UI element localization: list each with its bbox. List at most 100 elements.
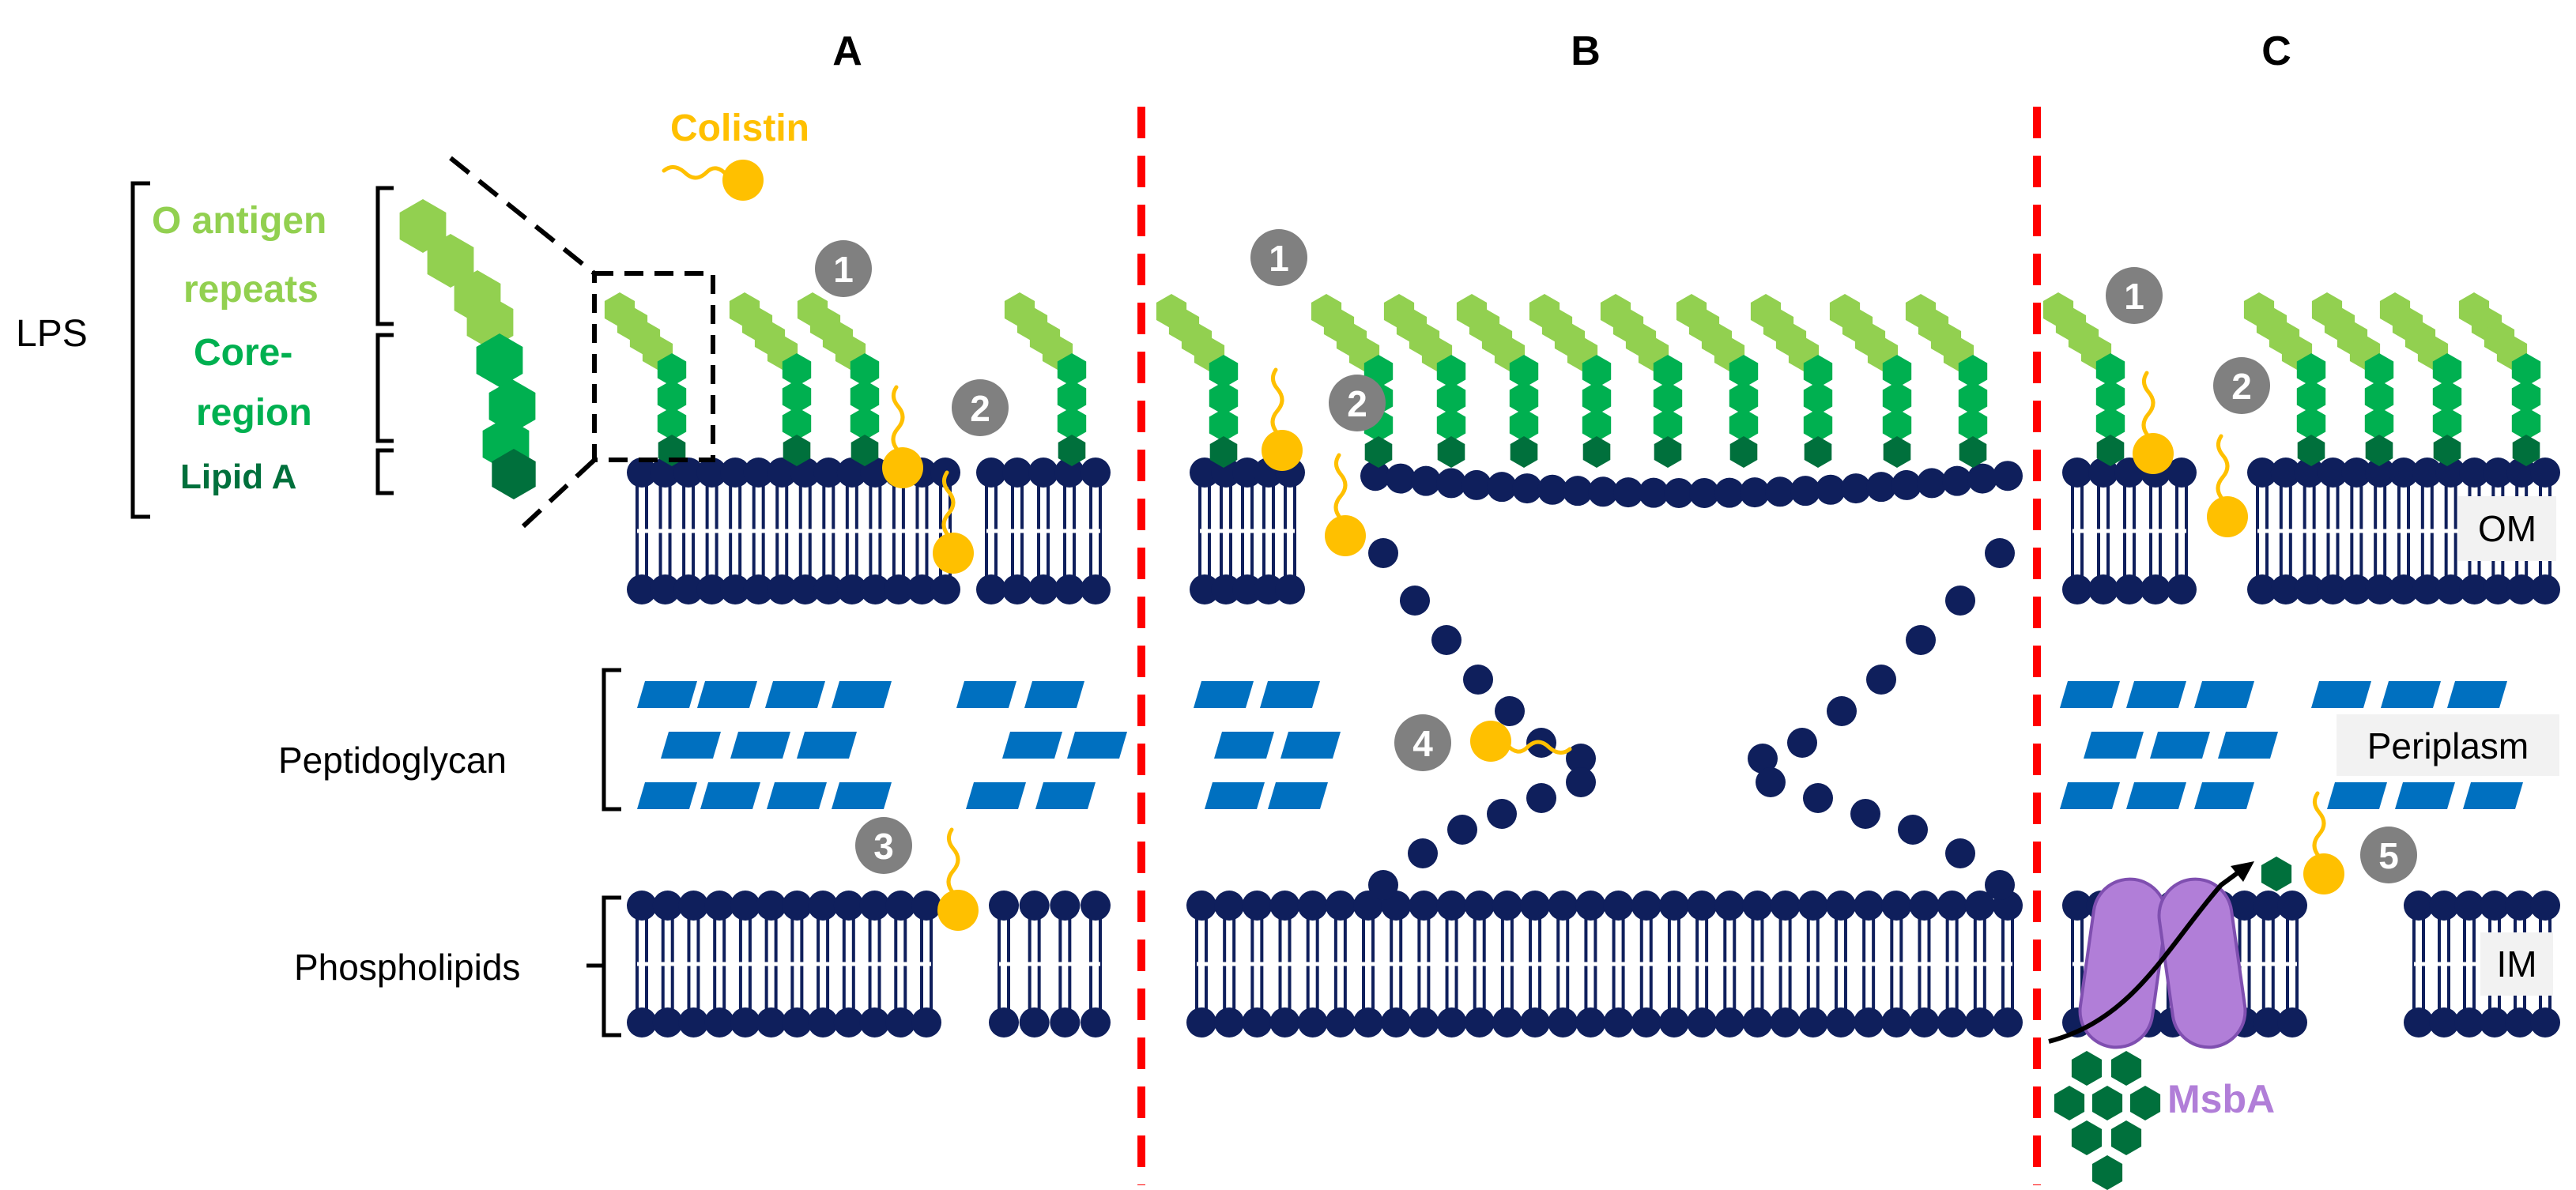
lipid-head — [1492, 1007, 1522, 1037]
lipid-head — [2270, 458, 2301, 488]
peptidoglycan-block — [832, 681, 892, 708]
lipid-head — [1190, 574, 1220, 604]
lipid-head — [1050, 1007, 1081, 1037]
zoom-line-bottom — [521, 458, 597, 529]
lipid-head — [1242, 891, 1273, 921]
core-unit — [1582, 382, 1612, 415]
lipid-head — [627, 1007, 657, 1037]
lipid-head — [2088, 574, 2118, 604]
lipid-a-unit — [1883, 436, 1911, 468]
lipid-head — [1436, 1007, 1467, 1037]
core-unit — [2095, 407, 2125, 440]
lipid-head — [1464, 1007, 1495, 1037]
peptidoglycan-block — [1024, 681, 1084, 708]
lipid-a-unit — [1582, 436, 1611, 468]
core-unit — [782, 407, 812, 440]
lipid-head — [1613, 477, 1643, 508]
colistin-head — [882, 447, 923, 488]
lipid-head — [704, 1007, 735, 1037]
core-unit — [488, 379, 536, 433]
svg-text:5: 5 — [2378, 835, 2399, 876]
lipid-head — [1275, 574, 1305, 604]
lipid-head — [2480, 1007, 2510, 1037]
lipid-head — [1512, 473, 1542, 504]
core-unit — [850, 407, 880, 440]
lipid-head — [1631, 1007, 1661, 1037]
lipid-head — [1898, 815, 1928, 845]
lipid-head — [1400, 586, 1430, 616]
lipid-a-unit — [1364, 436, 1393, 468]
lipid-head — [833, 1007, 864, 1037]
o-antigen-unit — [427, 234, 474, 288]
zoom-line-top — [449, 156, 596, 276]
lipid-head — [790, 574, 820, 604]
core-unit — [2511, 353, 2541, 386]
lipid-head — [1186, 1007, 1216, 1037]
lipid-head — [1881, 891, 1912, 921]
lipid-head — [1214, 1007, 1245, 1037]
om-label-box — [2458, 496, 2556, 561]
step-badge-b1: 1 — [1250, 229, 1307, 286]
peptidoglycan-block — [2060, 782, 2120, 809]
lipid-head — [2530, 1007, 2560, 1037]
lipid-head — [2483, 458, 2514, 488]
lipid-head — [743, 574, 774, 604]
o-antigen-bracket — [375, 186, 394, 326]
lipid-a-unit — [2297, 435, 2325, 466]
lps-b-3 — [1456, 294, 1539, 468]
lipid-head — [2277, 891, 2307, 921]
colistin-head — [937, 890, 979, 931]
lps-c-1 — [2243, 292, 2326, 466]
core-unit — [1803, 382, 1833, 415]
lipid-head — [1742, 1007, 1773, 1037]
lipid-head — [1816, 474, 1846, 505]
core-unit — [657, 380, 687, 413]
lipid-head — [1520, 1007, 1551, 1037]
lipid-head — [1909, 891, 1940, 921]
lipid-head — [1770, 1007, 1801, 1037]
lipid-head — [1964, 891, 1995, 921]
lipid-head — [1054, 458, 1084, 488]
lipid-a-unit — [2110, 1051, 2142, 1086]
lipid-head — [2341, 458, 2372, 488]
lipid-head — [1993, 1007, 2023, 1037]
lipid-head — [1526, 783, 1556, 813]
lipid-head — [1937, 1007, 1967, 1037]
lipid-head — [883, 574, 914, 604]
core-unit — [1729, 355, 1759, 388]
lipid-head — [1081, 574, 1111, 604]
lps-b-6 — [1676, 294, 1759, 468]
colistin-molecules — [662, 160, 2344, 931]
lipid-head — [2435, 574, 2466, 604]
lipid-head — [2404, 891, 2434, 921]
lipid-head — [2247, 574, 2277, 604]
lipid-head — [1664, 477, 1694, 508]
colistin-head — [1262, 430, 1303, 471]
colistin-head — [2133, 433, 2174, 474]
peptidoglycan-block — [2194, 681, 2254, 708]
core-unit — [2364, 380, 2394, 413]
lipid-head — [2247, 458, 2277, 488]
lipid-head — [650, 574, 681, 604]
lps-a-0 — [604, 292, 687, 466]
peptidoglycan-block — [2447, 681, 2507, 708]
colistin-free — [662, 160, 764, 201]
lipid-head — [1566, 744, 1596, 774]
lipid-head — [1563, 476, 1593, 507]
lps-b-8 — [1829, 294, 1912, 468]
lipid-head — [2062, 891, 2092, 921]
core-unit — [657, 407, 687, 440]
lipid-head — [1325, 891, 1356, 921]
svg-text:2: 2 — [970, 388, 990, 429]
outer-membrane-b-left — [1190, 458, 1305, 604]
lipid-head — [1214, 891, 1245, 921]
lipid-a-unit — [2071, 1051, 2103, 1086]
lipid-a-unit — [1510, 436, 1538, 468]
core-unit — [1653, 409, 1683, 442]
lps-a-3 — [1004, 292, 1087, 466]
lipid-a-unit — [1058, 435, 1086, 466]
lps-c-2 — [2311, 292, 2394, 466]
lipid-a-unit — [850, 435, 879, 466]
lipid-head — [1269, 1007, 1300, 1037]
lipid-head — [1325, 1007, 1356, 1037]
